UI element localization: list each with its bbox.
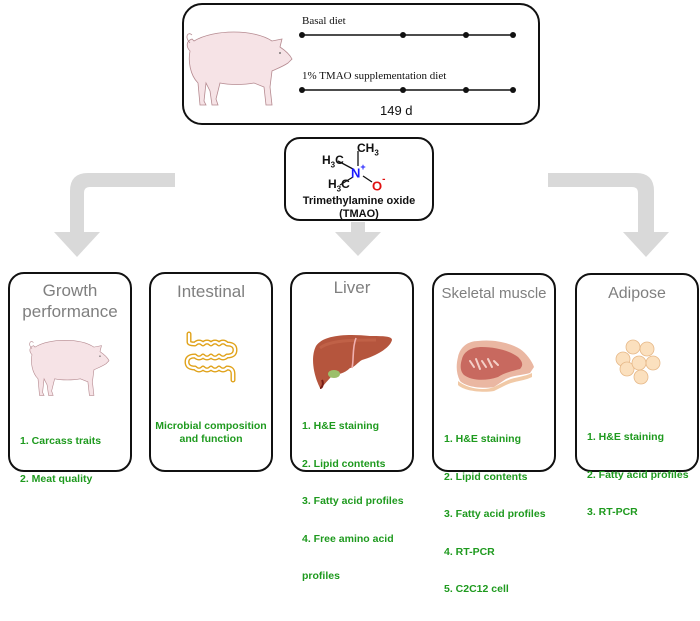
measurement-list: 1. Carcass traits 2. Meat quality [20, 410, 101, 510]
timepoint-dot [299, 32, 305, 38]
list-item: 1. H&E staining [444, 433, 522, 445]
panel-skeletal-muscle: Skeletal muscle 1. H&E staining 2. Lipid… [432, 273, 556, 595]
group-label-basal: Basal diet [302, 15, 346, 27]
list-item: 1. Carcass traits [20, 435, 102, 447]
compound-abbreviation: (TMAO) [339, 208, 379, 220]
panel-title: Intestinal [176, 282, 246, 301]
tmao-structure-icon [337, 151, 373, 186]
arrow-center-shape [335, 222, 381, 256]
timepoint-dot [299, 87, 305, 93]
list-item: 2. Lipid contents [444, 470, 528, 483]
list-item: 1. H&E staining [587, 431, 665, 443]
panel-title: Liver [333, 278, 371, 297]
timepoint-dot [400, 87, 406, 93]
methyl-left-1: H3C [322, 153, 344, 170]
panel-intestinal: Intestinal Microbial composition and fun… [149, 272, 273, 472]
list-item: 2. Lipid contents [302, 457, 386, 470]
list-item: 4. RT-PCR [444, 545, 495, 558]
timepoint-dot [463, 32, 469, 38]
measurement-list: 1. H&E staining 2. Lipid contents 3. Fat… [302, 395, 404, 608]
timeline-basal [299, 32, 516, 38]
list-item: 4. Free amino acid [302, 532, 394, 545]
pig-icon [186, 31, 293, 106]
list-item: 1. H&E staining [302, 420, 380, 432]
measurement-list: Microbial composition and function [151, 420, 271, 445]
oxygen-atom: O- [372, 174, 386, 194]
arrow-left [54, 173, 669, 257]
methyl-left-2: H3C [328, 177, 350, 194]
tmao-compound-box: CH3 H3C N+ H3C O- Trimethylamine oxide (… [284, 137, 434, 221]
experiment-design-panel: Basal diet 1% TMAO supplementation diet … [182, 3, 540, 125]
timepoint-dot [400, 32, 406, 38]
liver-icon [313, 335, 392, 389]
pig-icon [29, 340, 110, 396]
duration-label: 149 d [380, 103, 413, 118]
list-item: 3. RT-PCR [587, 506, 638, 518]
list-item: and function [179, 432, 243, 445]
compound-name: Trimethylamine oxide [302, 195, 416, 207]
panel-growth-performance: Growth performance 1. Carcass traits 2. … [8, 272, 132, 485]
arrow-left-shape [54, 173, 175, 257]
panel-liver: Liver 1. H&E staining 2. Lipid contents … [290, 272, 414, 582]
adipocytes-icon [615, 339, 661, 385]
panel-adipose: Adipose 1. H&E staining 2. Fatty acid pr… [575, 273, 699, 518]
panel-title: Adipose [608, 285, 666, 302]
list-item: 3. Fatty acid profiles [444, 508, 546, 520]
nitrogen-atom: N+ [351, 162, 366, 181]
list-item: 2. Meat quality [20, 472, 93, 485]
list-item: Microbial composition [155, 420, 267, 432]
panel-title: Growth performance [22, 281, 118, 321]
panel-title: Skeletal muscle [441, 285, 547, 302]
meat-icon [456, 340, 534, 392]
timepoint-dot [510, 87, 516, 93]
timeline-tmao [299, 87, 516, 93]
intestine-icon [184, 331, 238, 383]
list-item: 5. C2C12 cell [444, 583, 509, 595]
list-item: profiles [302, 570, 340, 582]
timepoint-dot [463, 87, 469, 93]
measurement-list: 1. H&E staining 2. Lipid contents 3. Fat… [444, 408, 546, 621]
arrow-right-shape [548, 173, 669, 257]
group-label-tmao: 1% TMAO supplementation diet [302, 70, 447, 82]
methyl-top: CH3 [357, 141, 379, 158]
timepoint-dot [510, 32, 516, 38]
list-item: 2. Fatty acid profiles [587, 468, 689, 481]
measurement-list: 1. H&E staining 2. Fatty acid profiles 3… [587, 406, 689, 544]
list-item: 3. Fatty acid profiles [302, 495, 404, 507]
